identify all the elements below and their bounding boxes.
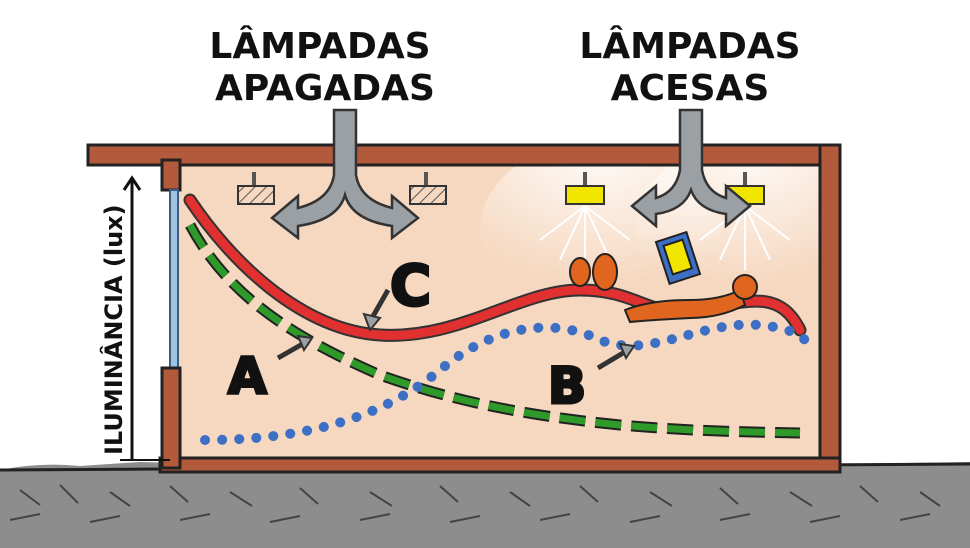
- curve-c-label: C: [390, 254, 431, 319]
- lamps-on-title-line1: LÂMPADAS: [579, 25, 800, 67]
- airflow-arrow-icon: [270, 108, 420, 241]
- y-axis-label: ILUMINÂNCIA (lux): [99, 204, 128, 455]
- curve-b: [200, 319, 810, 445]
- lamps-off-title-line2: APAGADAS: [215, 68, 435, 109]
- left-wall-top: [160, 158, 182, 192]
- ground: [0, 462, 970, 548]
- y-axis: ILUMINÂNCIA (lux): [99, 175, 170, 461]
- window: [169, 189, 179, 369]
- left-wall-bottom: [160, 366, 182, 470]
- reading-person-icon: [569, 230, 758, 324]
- lamp-on-icon: [539, 172, 631, 270]
- lamp-off-icon: [409, 172, 447, 205]
- lamps-on-title-line2: ACESAS: [611, 68, 770, 109]
- right-wall: [818, 143, 842, 472]
- curve-a-fill: [186, 223, 801, 437]
- airflow-arrow-icon: [630, 108, 752, 229]
- lamp-off-icon: [237, 172, 275, 205]
- lamps-off-title-line1: LÂMPADAS: [209, 25, 430, 67]
- curve-c-pointer: [369, 288, 391, 320]
- floor-slab: [158, 456, 842, 474]
- roof-slab: [86, 143, 842, 167]
- curve-a-label: A: [228, 347, 267, 405]
- curve-b-label: B: [548, 357, 586, 415]
